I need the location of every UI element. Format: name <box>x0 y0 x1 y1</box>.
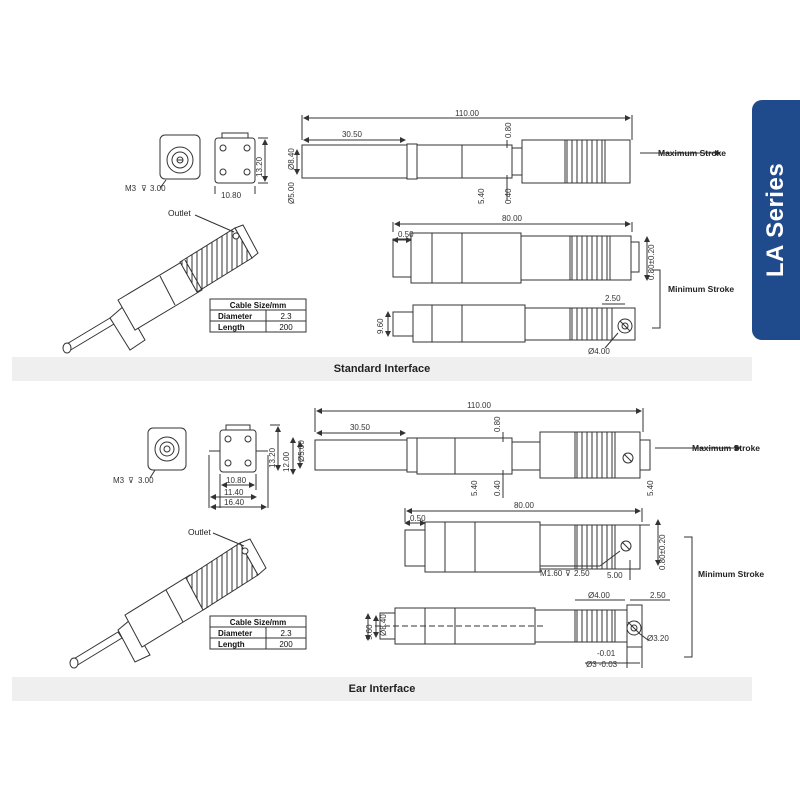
ear-min-tol1: -0.01 <box>597 649 616 658</box>
ear-min-stroke-top-view <box>404 521 650 573</box>
caption-ear-interface: Ear Interface <box>12 677 752 701</box>
std-min-right: 0.80±0.20 <box>647 244 656 280</box>
ear-max-stroke-view <box>314 431 651 479</box>
ear-min-hole-top: Ø4.00 <box>588 591 610 600</box>
std-min-stroke-top-view <box>392 232 640 284</box>
ear-min-tol2: Ø3 -0.03 <box>586 660 618 669</box>
ear-end-w1: 10.80 <box>226 476 247 485</box>
ear-table-row-value: 200 <box>279 640 293 649</box>
std-table-header: Cable Size/mm <box>230 301 286 310</box>
ear-min-height1: 9.60 <box>365 624 374 640</box>
ear-min-right: 0.80±0.20 <box>658 534 667 570</box>
std-depth-symbol: ⊽ <box>141 184 147 193</box>
ear-min-stroke-bottom-view <box>375 604 643 648</box>
std-max-d-rod: Ø5.00 <box>287 182 296 204</box>
std-min-offset: 2.50 <box>605 294 621 303</box>
std-cable-table-lines <box>209 298 307 333</box>
ear-dimension-lines <box>290 408 741 668</box>
std-table-row-value: 200 <box>279 323 293 332</box>
ear-max-d-rod: Ø5.00 <box>297 440 306 462</box>
std-min-stroke-bottom-view <box>392 304 636 343</box>
series-tab: LA Series <box>752 100 800 340</box>
std-min-hole: Ø4.00 <box>588 347 610 356</box>
std-table-row-value: 2.3 <box>280 312 292 321</box>
ear-end-h1: 12.00 <box>282 451 291 472</box>
std-thread-label: M3 <box>125 184 137 193</box>
ear-min-thread-depth: 2.50 <box>574 569 590 578</box>
std-end-height: 13.20 <box>255 156 264 177</box>
ear-end-h2: 13.20 <box>268 447 277 468</box>
ear-max-bot3: 5.40 <box>646 480 655 496</box>
std-max-bot1: 5.40 <box>477 188 486 204</box>
ear-front-end-view <box>147 427 187 479</box>
ear-max-top: 0.80 <box>493 416 502 432</box>
ear-min-hole-r: Ø3.20 <box>647 634 669 643</box>
ear-max-bot2: 0.40 <box>493 480 502 496</box>
std-max-stroke-label: Maximum Stroke <box>658 148 726 158</box>
ear-min-thread: M1.60 <box>540 569 563 578</box>
std-max-bot2: 0.40 <box>504 188 513 204</box>
ear-end-w3: 16.40 <box>224 498 245 507</box>
std-outlet-label: Outlet <box>168 208 191 218</box>
std-thread-depth: 3.00 <box>150 184 166 193</box>
ear-isometric-view <box>69 538 267 669</box>
ear-depth-symbol: ⊽ <box>128 476 134 485</box>
std-table-row-label: Diameter <box>218 312 252 321</box>
ear-table-header: Cable Size/mm <box>230 618 286 627</box>
ear-end-w2: 11.40 <box>224 488 244 497</box>
caption-standard-interface: Standard Interface <box>12 357 752 381</box>
ear-min-offset2: 2.50 <box>650 591 666 600</box>
ear-min-left: 0.50 <box>410 514 426 523</box>
ear-table-row-label: Diameter <box>218 629 252 638</box>
std-isometric-view <box>62 224 259 354</box>
std-back-end-view <box>214 132 268 194</box>
ear-min-depth-symbol: ⊽ <box>565 569 571 578</box>
std-min-height: 9.60 <box>376 318 385 334</box>
std-max-top: 0.80 <box>504 122 513 138</box>
ear-min-total: 80.00 <box>514 501 535 510</box>
ear-back-end-view <box>208 424 281 510</box>
std-front-end-view <box>159 134 201 189</box>
ear-thread-label: M3 <box>113 476 125 485</box>
std-min-left: 0.50 <box>398 230 414 239</box>
ear-thread-depth: 3.00 <box>138 476 154 485</box>
ear-table-row-label: Length <box>218 640 245 649</box>
std-min-total: 80.00 <box>502 214 523 223</box>
ear-min-offset1: 5.00 <box>607 571 623 580</box>
std-max-rod: 30.50 <box>342 130 363 139</box>
ear-min-height2: Ø8.40 <box>379 614 388 636</box>
ear-max-total: 110.00 <box>467 401 491 410</box>
std-dimension-lines <box>294 115 721 349</box>
std-max-stroke-view <box>301 139 631 184</box>
std-end-width: 10.80 <box>221 191 242 200</box>
ear-cable-table-lines <box>209 615 307 650</box>
ear-max-bot1: 5.40 <box>470 480 479 496</box>
ear-max-stroke-label: Maximum Stroke <box>692 443 760 453</box>
ear-outlet-label: Outlet <box>188 527 211 537</box>
std-max-d-tip: Ø8.40 <box>287 148 296 170</box>
std-table-row-label: Length <box>218 323 245 332</box>
ear-min-stroke-label: Minimum Stroke <box>698 569 764 579</box>
ear-max-rod: 30.50 <box>350 423 371 432</box>
std-min-stroke-label: Minimum Stroke <box>668 284 734 294</box>
std-max-total: 110.00 <box>455 109 479 118</box>
ear-table-row-value: 2.3 <box>280 629 292 638</box>
